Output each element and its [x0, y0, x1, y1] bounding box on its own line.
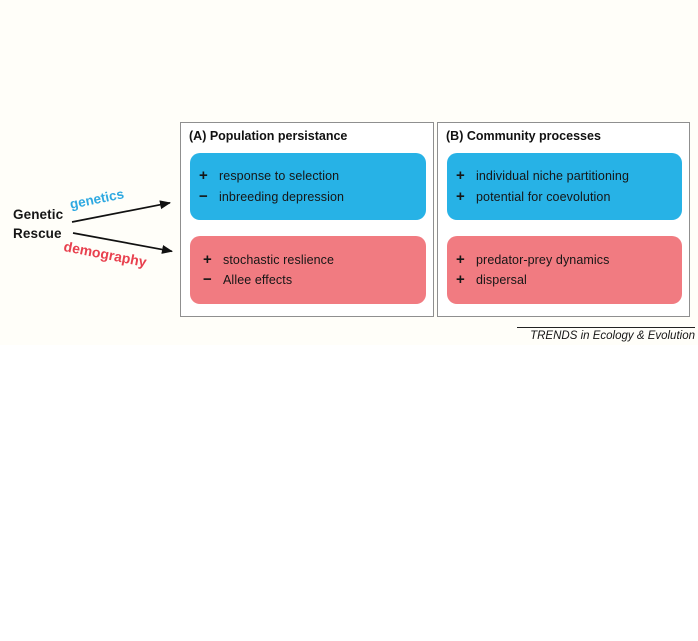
effect-sign: + [456, 271, 465, 288]
panel-a-demography-effects-box: + stochastic reslience − Allee effects [190, 236, 426, 304]
effect-text: potential for coevolution [476, 189, 611, 204]
effect-sign: − [203, 271, 212, 288]
effect-sign: + [199, 167, 208, 184]
effect-text: response to selection [219, 169, 340, 183]
demography-arrow [72, 232, 173, 254]
genetics-arrow [71, 200, 171, 223]
effect-text: predator-prey dynamics [476, 252, 610, 267]
pathway-arrows [71, 200, 173, 254]
panel-b-demography-effects-box: + predator-prey dynamics + dispersal [447, 236, 682, 304]
effect-sign: + [456, 167, 465, 184]
effect-text: inbreeding depression [219, 189, 345, 204]
panel-b-genetics-effects-box: + individual niche partitioning + potent… [447, 153, 682, 220]
effect-text: dispersal [476, 273, 527, 287]
journal-rule [517, 327, 695, 328]
effect-row: + response to selection [199, 166, 426, 187]
panel-population-persistance: (A) Population persistance + response to… [180, 122, 434, 317]
effect-row: + stochastic reslience [203, 250, 426, 271]
effect-row: − inbreeding depression [199, 187, 426, 208]
journal-caption-text: TRENDS in Ecology & Evolution [530, 330, 695, 342]
panel-b-title: (B) Community processes [446, 129, 601, 143]
source-label-genetic-rescue: Genetic Rescue [13, 205, 63, 243]
effect-text: stochastic reslience [223, 252, 335, 267]
effect-text: Allee effects [223, 273, 293, 287]
journal-caption: TRENDS in Ecology & Evolution [517, 327, 695, 342]
effect-row: + individual niche partitioning [456, 166, 682, 187]
effect-row: + dispersal [456, 270, 682, 291]
source-label-line2: Rescue [13, 226, 62, 241]
effect-text: individual niche partitioning [476, 169, 629, 183]
source-label-line1: Genetic [13, 207, 64, 222]
effect-row: + predator-prey dynamics [456, 250, 682, 271]
effect-sign: + [203, 250, 212, 268]
effect-sign: − [199, 187, 208, 205]
panel-a-title: (A) Population persistance [189, 129, 348, 143]
figure-area: Genetic Rescue genetics demography (A) P… [13, 122, 695, 342]
effect-row: + potential for coevolution [456, 187, 682, 208]
effect-sign: + [456, 187, 465, 205]
effect-row: − Allee effects [203, 270, 426, 291]
panel-community-processes: (B) Community processes + individual nic… [437, 122, 690, 317]
effect-sign: + [456, 250, 465, 268]
panel-a-genetics-effects-box: + response to selection − inbreeding dep… [190, 153, 426, 220]
